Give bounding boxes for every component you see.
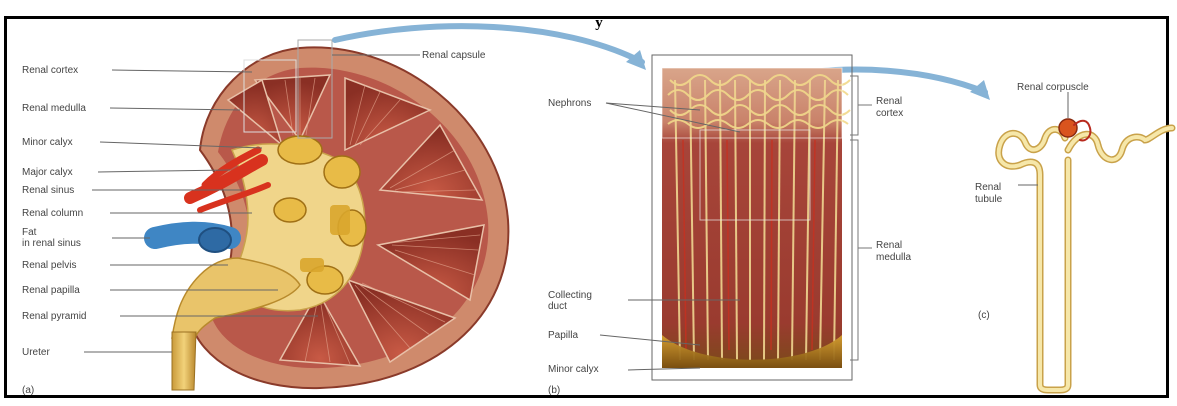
panel-b-section	[652, 55, 852, 380]
label-major-calyx: Major calyx	[22, 167, 73, 178]
panel-c-letter: (c)	[978, 310, 990, 321]
label-nephrons: Nephrons	[548, 98, 591, 109]
label-collecting: Collecting	[548, 290, 592, 301]
panel-b-letter: (b)	[548, 385, 560, 396]
label-renal-capsule: Renal capsule	[422, 50, 486, 61]
label-fat: Fat	[22, 227, 37, 238]
label-renal-medulla-b-1: Renal	[876, 240, 902, 251]
label-ureter: Ureter	[22, 347, 50, 358]
label-duct: duct	[548, 301, 567, 312]
label-renal-sinus: Renal sinus	[22, 185, 74, 196]
kidney-section	[155, 40, 508, 390]
label-renal-column: Renal column	[22, 208, 83, 219]
panel-a-letter: (a)	[22, 385, 34, 396]
label-renal-medulla: Renal medulla	[22, 103, 86, 114]
label-renal-cortex-b-1: Renal	[876, 96, 902, 107]
label-renal-papilla: Renal papilla	[22, 285, 80, 296]
ureter	[172, 332, 196, 390]
label-renal-tubule-2: tubule	[975, 194, 1003, 205]
label-minor-calyx: Minor calyx	[22, 137, 73, 148]
label-renal-cortex-b-2: cortex	[876, 108, 903, 119]
label-renal-medulla-b-2: medulla	[876, 252, 911, 263]
label-papilla: Papilla	[548, 330, 578, 341]
arrow-b-to-c-head	[970, 80, 990, 100]
panel-c-labels: Renal corpuscle Renal tubule (c)	[975, 82, 1089, 321]
arrow-a-to-b	[335, 26, 642, 62]
renal-corpuscle	[1059, 119, 1077, 137]
label-renal-corpuscle: Renal corpuscle	[1017, 82, 1089, 93]
label-renal-pelvis: Renal pelvis	[22, 260, 76, 271]
label-minor-calyx-b: Minor calyx	[548, 364, 599, 375]
label-renal-tubule-1: Renal	[975, 182, 1001, 193]
label-renal-pyramid: Renal pyramid	[22, 311, 86, 322]
panel-c-nephron	[999, 119, 1172, 390]
panel-b-brackets	[850, 76, 872, 360]
renal-vein	[155, 228, 231, 252]
label-fat-in-renal-sinus: in renal sinus	[22, 238, 81, 249]
label-renal-cortex: Renal cortex	[22, 65, 78, 76]
